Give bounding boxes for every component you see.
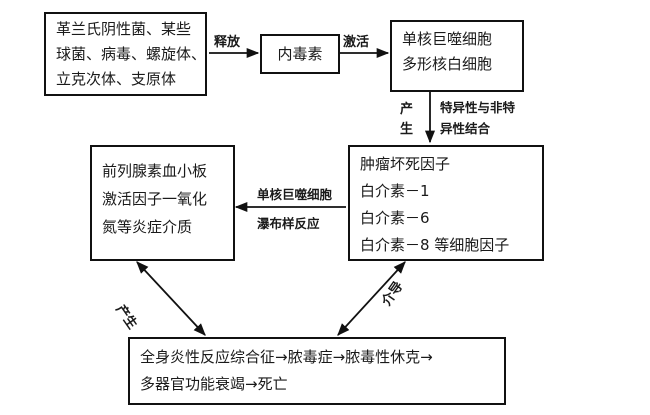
label-cascade-1: 单核巨噬细胞	[257, 187, 333, 202]
box-inflammatory-mediators: 前列腺素血小板 激活因子一氧化 氮等炎症介质	[90, 145, 235, 261]
mediator-line: 前列腺素血小板	[102, 162, 208, 180]
outcome-line: 多器官功能衰竭→死亡	[140, 375, 288, 393]
label-produce-1: 产	[400, 102, 414, 117]
box-cytokines: 肿瘤坏死因子 白介素－1 白介素－6 白介素－8 等细胞因子	[348, 145, 544, 261]
cytokine-line: 白介素－6	[360, 209, 430, 227]
mediator-line: 氮等炎症介质	[102, 218, 193, 236]
box-endotoxin: 内毒素	[260, 34, 340, 74]
label-produce-2: 生	[400, 122, 414, 137]
cytokine-line: 肿瘤坏死因子	[360, 155, 451, 173]
label-cascade-2: 瀑布样反应	[257, 216, 320, 231]
mediator-line: 激活因子一氧化	[102, 190, 208, 208]
arrow-produce-diag	[136, 261, 206, 336]
cells-line: 单核巨噬细胞	[402, 30, 493, 48]
box-outcome: 全身炎性反应综合征→脓毒症→脓毒性休克→ 多器官功能衰竭→死亡	[128, 337, 506, 405]
pathogens-line: 立克次体、支原体	[56, 70, 177, 88]
cytokine-line: 白介素－8 等细胞因子	[360, 236, 510, 254]
outcome-line: 全身炎性反应综合征→脓毒症→脓毒性休克→	[140, 348, 433, 366]
label-binding-2: 异性结合	[440, 121, 491, 136]
pathogens-line: 革兰氏阴性菌、某些	[56, 20, 192, 38]
box-pathogens: 革兰氏阴性菌、某些 球菌、病毒、螺旋体、 立克次体、支原体	[44, 12, 207, 96]
arrow-mediate-diag	[337, 261, 406, 336]
cytokine-line: 白介素－1	[360, 182, 430, 200]
cells-line: 多形核白细胞	[402, 55, 493, 73]
label-release: 释放	[214, 35, 241, 50]
endotoxin-label: 内毒素	[277, 45, 323, 63]
label-binding-1: 特异性与非特	[440, 100, 516, 115]
pathogens-line: 球菌、病毒、螺旋体、	[56, 45, 207, 63]
box-immune-cells: 单核巨噬细胞 多形核白细胞	[390, 20, 524, 92]
label-activate: 激活	[343, 35, 370, 50]
